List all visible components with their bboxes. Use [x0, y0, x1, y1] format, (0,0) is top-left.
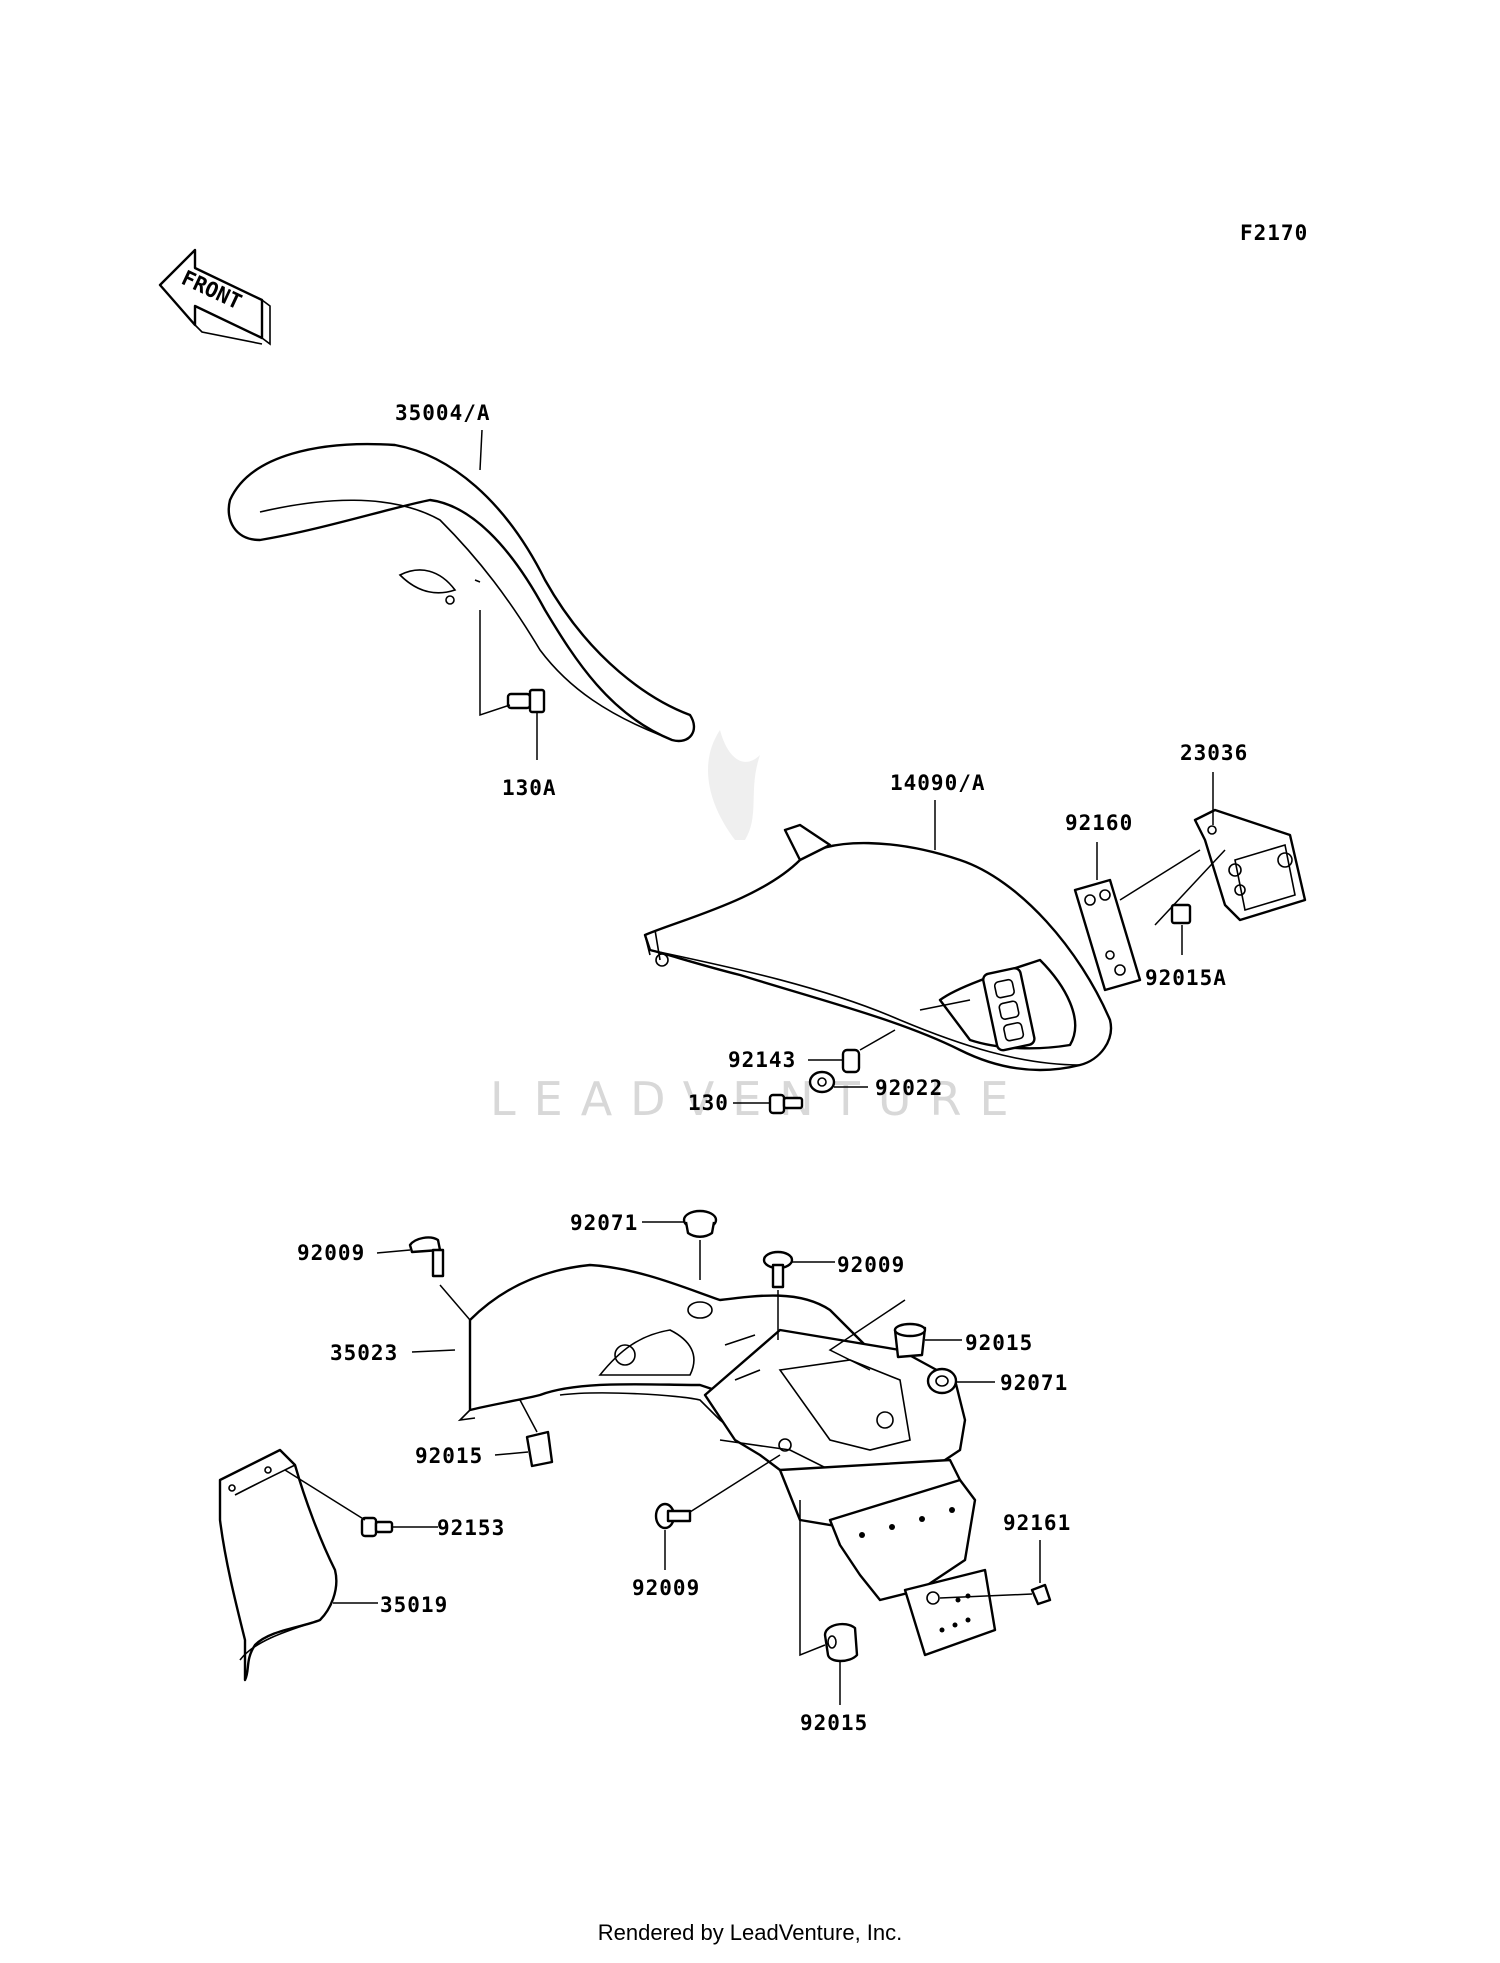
bolt-130 [768, 1093, 804, 1115]
callout-35019: 35019 [380, 1593, 448, 1617]
nut-92015-bottom [823, 1622, 859, 1663]
mud-flap-35019 [218, 1448, 338, 1682]
washer-92022 [808, 1070, 836, 1094]
footer-credit: Rendered by LeadVenture, Inc. [597, 1920, 903, 1945]
callout-92071-top: 92071 [570, 1211, 638, 1235]
bolt-92009-bottom [654, 1502, 692, 1530]
callout-92153: 92153 [437, 1516, 505, 1540]
license-lamp-23036 [1193, 808, 1307, 922]
callout-92160: 92160 [1065, 811, 1133, 835]
callout-92009-left: 92009 [297, 1241, 365, 1265]
callout-92143: 92143 [728, 1048, 796, 1072]
callout-92015A: 92015A [1145, 966, 1227, 990]
callout-92071-right: 92071 [1000, 1371, 1068, 1395]
nut-92015-right [893, 1322, 927, 1359]
collar-92143 [841, 1048, 861, 1074]
nut-92015A [1170, 903, 1192, 925]
nut-92015-left [525, 1430, 554, 1468]
nut-92161 [926, 1583, 1052, 1606]
callout-130A: 130A [502, 776, 557, 800]
figure-code: F2170 [1240, 221, 1308, 245]
grommet-92071-right [926, 1367, 958, 1395]
gasket-92160 [1073, 878, 1142, 992]
grommet-92071-top [682, 1209, 718, 1238]
callout-92161: 92161 [1003, 1511, 1071, 1535]
callout-130: 130 [688, 1091, 729, 1115]
bolt-92009-left [408, 1236, 445, 1278]
front-fender [227, 442, 696, 743]
callout-92015-left: 92015 [415, 1444, 483, 1468]
callout-92015-bottom: 92015 [800, 1711, 868, 1735]
bolt-92009-right [762, 1250, 794, 1289]
callout-35004A: 35004/A [395, 401, 491, 425]
callout-92009-bottom: 92009 [632, 1576, 700, 1600]
bolt-92153 [360, 1516, 394, 1538]
callout-92015-right: 92015 [965, 1331, 1033, 1355]
front-arrow-icon: FRONT [158, 248, 271, 346]
watermark: LEADVENTURE [490, 730, 1027, 1126]
callout-35023: 35023 [330, 1341, 398, 1365]
callout-92022: 92022 [875, 1076, 943, 1100]
callout-14090A: 14090/A [890, 771, 986, 795]
callout-92009-right: 92009 [837, 1253, 905, 1277]
rear-cowl [643, 823, 1113, 1072]
callout-23036: 23036 [1180, 741, 1248, 765]
watermark-text: LEADVENTURE [490, 1072, 1027, 1126]
bolt-130A [506, 688, 546, 714]
